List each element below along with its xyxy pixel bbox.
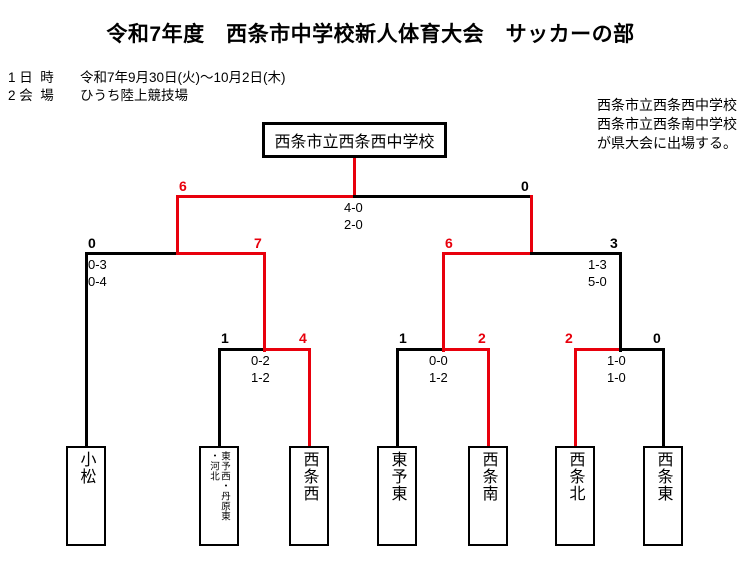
info-value-venue: ひうち陸上競技場 <box>80 88 188 103</box>
bracket-line-final-right <box>353 195 533 198</box>
bracket-line-r1-right-b <box>619 348 665 351</box>
bracket-line-r2-left-b <box>176 252 266 255</box>
score-r1-left: 0-2 1-2 <box>251 353 270 385</box>
champion-name: 西条市立西条西中学校 <box>274 134 435 151</box>
bracket-line-r1-mid-b <box>442 348 490 351</box>
bracket-line-r2-right-leftleg <box>442 252 445 352</box>
bracket-line-final-stem <box>353 158 356 198</box>
team-box-saijokita: 西条北 <box>555 446 595 546</box>
info-value-date: 令和7年9月30日(火)～10月2日(木) <box>80 70 286 85</box>
bracket-line-r1-mid-rightleg <box>487 348 490 448</box>
team-label-toyohigashi: 東予東 <box>388 451 406 502</box>
champion-box: 西条市立西条西中学校 <box>262 122 447 158</box>
info-label-date: 1 日 時 <box>8 70 54 85</box>
bracket-line-r2-left-leg <box>85 252 88 448</box>
seed-r1-left-left: 1 <box>221 330 229 346</box>
bracket-line-r1-mid-leftleg <box>396 348 399 448</box>
bracket-line-r1-mid-a <box>396 348 442 351</box>
bracket-line-r1-left-a <box>218 348 264 351</box>
bracket-line-r2-left-a <box>85 252 179 255</box>
score-r2-left: 0-3 0-4 <box>88 257 107 289</box>
team-label-saijokita: 西条北 <box>566 451 584 502</box>
bracket-line-r1-left-leftleg <box>218 348 221 448</box>
seed-r2-left-left: 0 <box>88 235 96 251</box>
info-row-date: 1 日 時 令和7年9月30日(火)～10月2日(木) <box>8 66 286 86</box>
bracket-line-semi-left-vertical <box>176 195 179 255</box>
page-title: 令和7年度 西条市中学校新人体育大会 サッカーの部 <box>106 23 635 46</box>
team-box-saijominami: 西条南 <box>468 446 508 546</box>
bracket-line-r1-right-rightleg <box>662 348 665 448</box>
team-label-saijonishi: 西条西 <box>300 451 318 502</box>
team-label-toyonishi-col2: ・河北 <box>208 451 219 481</box>
team-label-saijohigashi: 西条東 <box>654 451 672 502</box>
score-r2-right: 1-3 5-0 <box>588 257 607 289</box>
score-r1-mid: 0-0 1-2 <box>429 353 448 385</box>
team-label-saijominami: 西条南 <box>479 451 497 502</box>
bracket-line-r2-right-rightleg <box>619 252 622 352</box>
seed-r1-right-left: 2 <box>565 330 573 346</box>
score-final: 4-0 2-0 <box>344 200 363 232</box>
team-label-toyonishi-col1: 東予西・丹原東 <box>219 451 230 521</box>
seed-r1-mid-right: 2 <box>478 330 486 346</box>
seed-r2-right-right: 3 <box>610 235 618 251</box>
bracket-line-r2-right-a <box>442 252 533 255</box>
bracket-line-r1-right-a <box>574 348 622 351</box>
bracket-line-final-left <box>176 195 355 198</box>
seed-final-left: 6 <box>179 178 187 194</box>
score-r1-right: 1-0 1-0 <box>607 353 626 385</box>
seed-final-right: 0 <box>521 178 529 194</box>
team-box-komatsu: 小松 <box>66 446 106 546</box>
qualification-note: 西条市立西条西中学校 西条市立西条南中学校 が県大会に出場する。 <box>597 97 737 151</box>
seed-r2-right-left: 6 <box>445 235 453 251</box>
seed-r1-mid-left: 1 <box>399 330 407 346</box>
team-box-saijohigashi: 西条東 <box>643 446 683 546</box>
bracket-line-r1-left-rightleg <box>308 348 311 448</box>
bracket-line-r1-left-b <box>263 348 311 351</box>
info-label-venue: 2 会 場 <box>8 88 54 103</box>
bracket-line-r2-left-rightleg <box>263 252 266 352</box>
bracket-line-semi-right-vertical <box>530 195 533 255</box>
info-row-venue: 2 会 場 ひうち陸上競技場 <box>8 84 188 104</box>
bracket-line-r2-right-b <box>530 252 622 255</box>
team-box-toyohigashi: 東予東 <box>377 446 417 546</box>
seed-r1-right-right: 0 <box>653 330 661 346</box>
team-box-toyonishi: 東予西・丹原東 ・河北 <box>199 446 239 546</box>
team-box-saijonishi: 西条西 <box>289 446 329 546</box>
bracket-line-r1-right-leftleg <box>574 348 577 448</box>
seed-r2-left-right: 7 <box>254 235 262 251</box>
seed-r1-left-right: 4 <box>299 330 307 346</box>
team-label-komatsu: 小松 <box>77 451 95 485</box>
